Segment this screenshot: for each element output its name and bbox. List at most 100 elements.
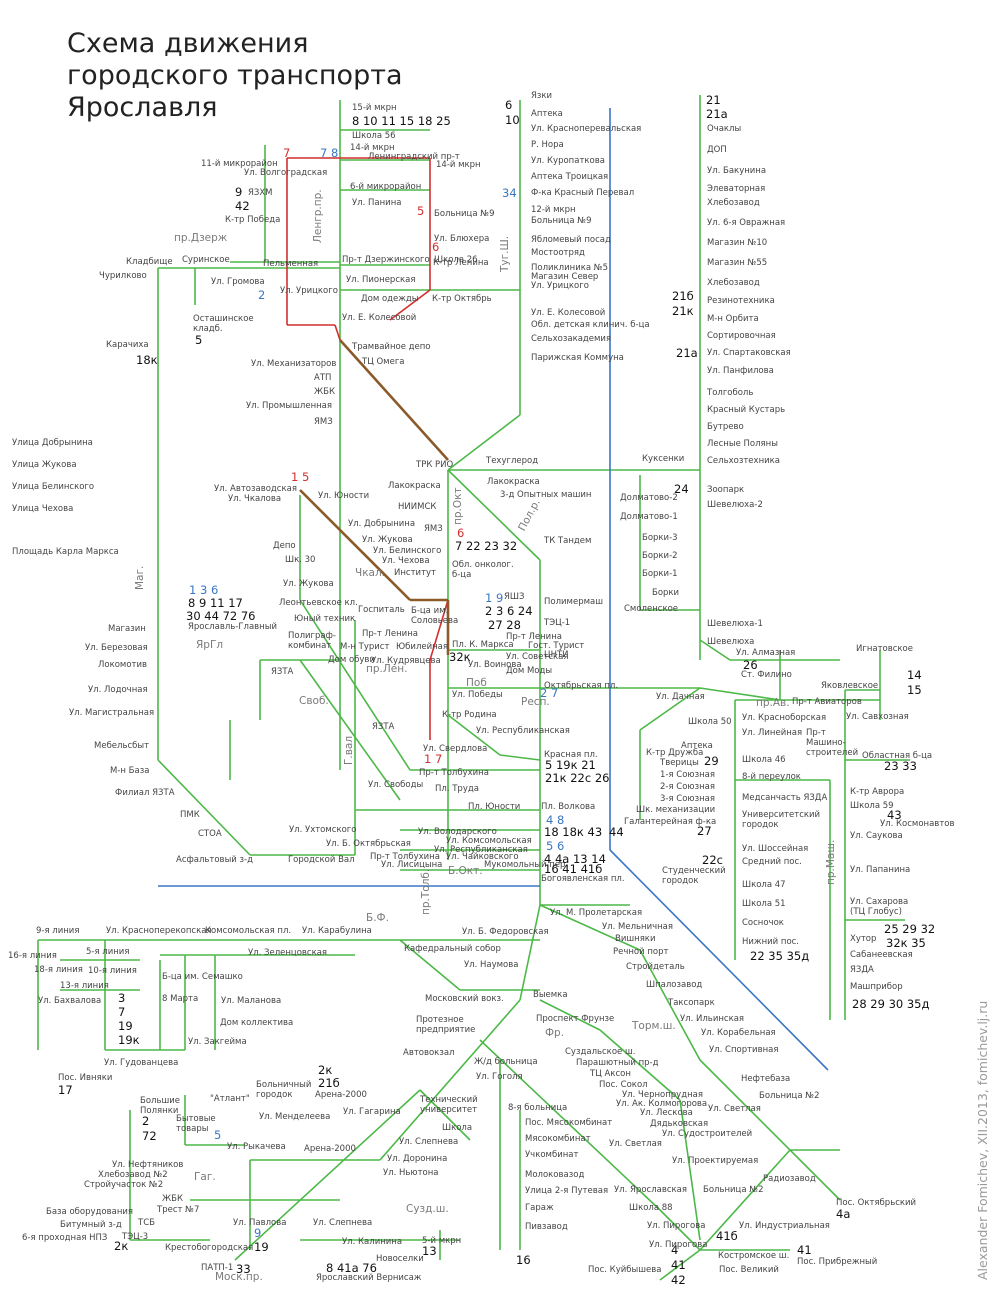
stop-label: Очаклы [707, 124, 742, 134]
stop-label: Аптека [681, 741, 713, 751]
route-number: 5 6 [546, 839, 565, 853]
stop-label: Ул. Победы [452, 690, 503, 700]
stop-label: Дом одежды [361, 294, 419, 304]
stop-label: Ул. Светлая [708, 1104, 761, 1114]
stop-label: Сабанеевская [850, 950, 913, 960]
road-label: ЯрГл [196, 639, 224, 651]
route-number: 2 3 6 24 [485, 604, 533, 618]
stop-label: Ул. Волгоградская [244, 168, 328, 178]
stop-label: ТРК РИО [416, 460, 454, 470]
stop-label: Ул. Белинского [373, 546, 442, 556]
route-number: 7 [118, 1005, 126, 1019]
stop-label: Ул. Космонавтов [880, 819, 955, 829]
route-number: 19 [118, 1019, 133, 1033]
route-number: 21а [676, 346, 698, 360]
stop-label: Галантерейная ф-ка [624, 817, 717, 827]
stop-label: База оборудования [46, 1207, 134, 1217]
stop-label: Молоковазод [525, 1170, 585, 1180]
stop-label: Элеваторная [707, 184, 766, 194]
route-number: 42 [235, 199, 250, 213]
stop-label: Автовокзал [403, 1048, 455, 1058]
stop-label: Техуглерод [486, 456, 539, 466]
stop-label: Шк. 30 [285, 555, 316, 565]
stop-label: Ул. Слепнева [399, 1137, 459, 1147]
stop-label: ТСБ [138, 1218, 155, 1228]
stop-label: Суздальское ш. [565, 1047, 636, 1057]
stop-label: К-тр Октябрь [432, 294, 492, 304]
route-number: 43 [887, 808, 902, 822]
route-number: 2к [114, 1239, 129, 1253]
road-label: Г.вал [343, 735, 355, 765]
stop-label: Пос. Прибрежный [797, 1257, 878, 1267]
stop-label: Ул. Республиканская [434, 845, 528, 855]
stop-label: Пр-т Машино-строителей [806, 728, 859, 758]
stop-label: Ул. Громова [211, 277, 265, 287]
route-number: 3 [118, 991, 126, 1005]
route-number: 1 7 [424, 752, 443, 766]
stop-label: 5-я линия [86, 947, 130, 957]
stop-label: Нижний пос. [742, 937, 800, 947]
stop-label: Леонтьевское кл. [279, 598, 358, 608]
stop-label: Пр-т Толбухина [419, 768, 489, 778]
route-number: 8 41а 76 [326, 1261, 377, 1275]
stop-label: Ул. Папанина [850, 865, 911, 875]
stop-label: Радиозавод [763, 1174, 816, 1184]
stop-label: Ул. Бакунина [707, 166, 767, 176]
stop-label: Магазин №10 [707, 238, 768, 248]
stop-label: Школа 26 [434, 255, 478, 265]
stop-label: Школа 46 [742, 755, 786, 765]
stop-label: Ул. Доронина [387, 1154, 448, 1164]
route-number: 19 [254, 1240, 269, 1254]
stop-label: Октябрьская пл. [544, 681, 619, 691]
route-number: 5 19к 21 [545, 758, 596, 772]
stop-label: ЖБК [314, 387, 336, 397]
route-number: 27 [697, 824, 712, 838]
stop-label: Шк. механизации [636, 805, 716, 815]
route-number: 25 29 32 [884, 922, 936, 936]
stop-label: Школа 47 [742, 880, 786, 890]
stop-label: 3-я Союзная [660, 794, 715, 804]
stop-label: Машприбор [850, 982, 903, 992]
stop-label: Парашютный пр-д [576, 1058, 659, 1068]
route-number: 7 22 23 32 [455, 539, 518, 553]
stop-label: Аптека Троицкая [531, 172, 609, 182]
stop-label: Проспект Фрунзе [536, 1014, 615, 1024]
road-label: Б.Окт. [448, 865, 483, 877]
stop-label: Ул. Саукова [850, 831, 903, 841]
stop-label: Арена-2000 [304, 1144, 356, 1154]
stop-label: Б-ца им. Семашко [162, 972, 243, 982]
route-number: 72 [142, 1129, 157, 1143]
bus-routes [37, 95, 910, 1281]
stop-label: Таксопарк [668, 998, 715, 1008]
stop-label: К-тр Дружба [646, 748, 704, 758]
stop-label: Зоопарк [707, 485, 745, 495]
stop-label: Речной порт [613, 947, 669, 957]
stop-label: 1-я Союзная [660, 770, 715, 780]
stop-label: Хутор [850, 934, 877, 944]
route-number: 18к [136, 353, 158, 367]
stop-label: Ул. Блюхера [434, 234, 490, 244]
stop-label: Магазин [108, 624, 146, 634]
stop-label: К-тр Аврора [850, 787, 905, 797]
stop-label: Бутрево [707, 422, 744, 432]
stop-label: Филиал ЯЗТА [115, 788, 175, 798]
map-title: Схема движения городского транспорта Яро… [67, 28, 402, 124]
stop-label: Ул. Воинова [468, 660, 522, 670]
road-label: Гаг. [194, 1171, 216, 1183]
route-number: 17 [58, 1083, 73, 1097]
stop-label: Протезное предприятие [416, 1015, 476, 1035]
stop-label: Хлебозавод №2 [98, 1170, 168, 1180]
stop-label: Ул. Пионерская [346, 275, 416, 285]
route-number: 6 [432, 240, 440, 254]
stop-label: Больница №2 [703, 1185, 764, 1195]
stop-label: Мясокомбинат [525, 1134, 591, 1144]
stop-label: Ул. Березовая [85, 643, 148, 653]
stop-label: Областная б-ца [862, 751, 933, 761]
stop-label: Улица Жукова [12, 460, 77, 470]
stop-label: ТЭЦ-1 [544, 618, 571, 628]
stop-label: ЯЗТА [271, 667, 294, 677]
stop-label: Ярославль-Главный [188, 622, 277, 632]
stop-label: Школа 50 [688, 717, 732, 727]
stop-label: Технический университет [420, 1095, 478, 1115]
stop-label: ЯМЗ [424, 524, 443, 534]
